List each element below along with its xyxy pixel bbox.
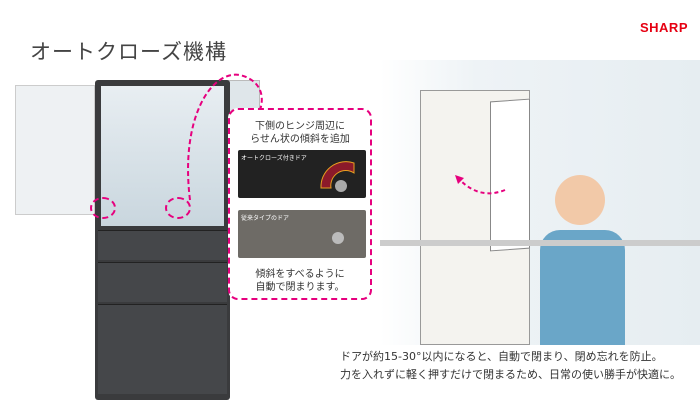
callout-footer-1: 傾斜をすべるように (255, 269, 345, 280)
spiral-slope-highlight (320, 161, 355, 192)
callout-connector (187, 73, 263, 201)
conventional-hinge-photo: 従来タイプのドア (238, 210, 366, 258)
fridge-drawer (98, 230, 227, 260)
photo-label: オートクローズ付きドア (241, 155, 307, 162)
fridge-drawer (98, 304, 227, 394)
caption-line-1: ドアが約15-30°以内になると、自動で閉まり、閉め忘れを防止。 (340, 350, 663, 363)
fridge-drawer (98, 262, 227, 302)
autoclose-hinge-photo: オートクローズ付きドア (238, 150, 366, 198)
photo-label: 従来タイプのドア (241, 215, 290, 222)
hinge-highlight (90, 197, 116, 219)
sharp-logo: SHARP (639, 20, 688, 35)
description-text: ドアが約15-30°以内になると、自動で閉まり、閉め忘れを防止。 力を入れずに軽… (340, 348, 681, 384)
page-title: オートクローズ機構 (30, 40, 227, 64)
hinge-detail-callout: 下側のヒンジ周辺に らせん状の傾斜を追加 オートクローズ付きドア 従来タイプのド… (228, 108, 372, 300)
hinge-highlight (165, 197, 191, 219)
callout-footer-2: 自動で閉まります。 (255, 282, 345, 293)
callout-heading-2: らせん状の傾斜を追加 (250, 134, 350, 145)
callout-heading-1: 下側のヒンジ周辺に (255, 121, 345, 132)
fridge-left-door (15, 85, 95, 215)
refrigerator-image (95, 80, 230, 400)
caption-line-2: 力を入れずに軽く押すだけで閉まるため、日常の使い勝手が快適に。 (340, 368, 681, 381)
fridge-interior (101, 86, 224, 226)
kitchen-illustration (380, 60, 700, 345)
